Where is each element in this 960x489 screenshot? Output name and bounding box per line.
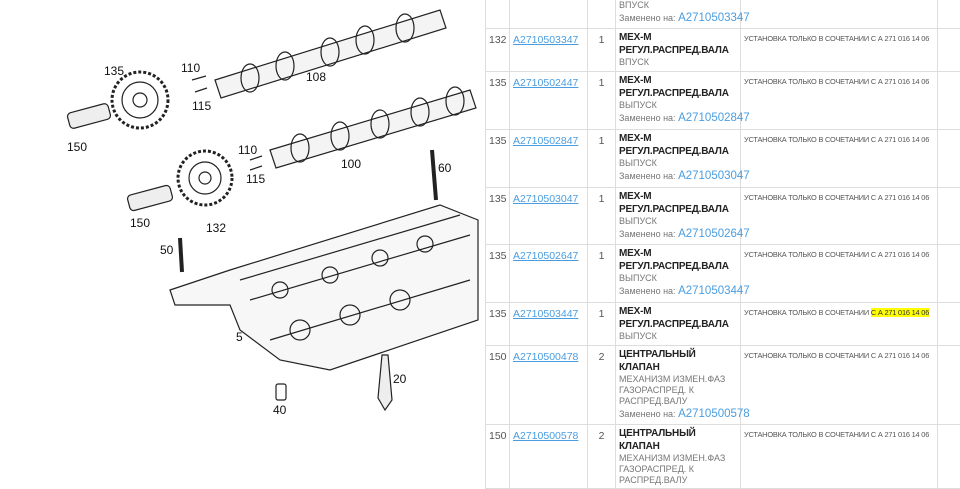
quantity: 1: [588, 130, 616, 187]
replaced-part-link[interactable]: A2710503347: [678, 12, 750, 24]
part-name: ЦЕНТРАЛЬНЫЙ КЛАПАН: [619, 428, 696, 452]
camshaft-108: [214, 9, 447, 99]
part-name: ЦЕНТРАЛЬНЫЙ КЛАПАН: [619, 349, 696, 373]
replaced-by: Заменено на: A2710503447: [619, 285, 750, 297]
part-name: МЕХ-М РЕГУЛ.РАСПРЕД.ВАЛА: [619, 32, 729, 56]
installation-note: УСТАНОВКА ТОЛЬКО В СОЧЕТАНИИ С А 271 016…: [741, 130, 938, 187]
part-subtitle: ВЫПУСК: [619, 100, 657, 110]
callout: 110: [238, 143, 257, 157]
callout: 150: [67, 140, 87, 154]
callout: 110: [181, 61, 200, 75]
central-valve-150-b: [126, 184, 174, 212]
callout: 150: [130, 216, 150, 230]
callout: 40: [273, 403, 287, 417]
replaced-part-link[interactable]: A2710502647: [678, 228, 750, 240]
replaced-by: Заменено на: A2710500578: [619, 408, 750, 420]
table-row: 132 A2710503347 1 МЕХ-М РЕГУЛ.РАСПРЕД.ВА…: [485, 29, 960, 72]
callout: 20: [393, 372, 407, 386]
part-name: МЕХ-М РЕГУЛ.РАСПРЕД.ВАЛА: [619, 191, 729, 215]
callout: 5: [236, 330, 243, 344]
replaced-by: Заменено на: A2710502847: [619, 112, 750, 124]
highlighted-note: С А 271 016 14 06: [870, 308, 930, 317]
part-number-link[interactable]: A2710500578: [513, 430, 579, 442]
engine-parts-diagram: 135 110 115 108 150 110 115 100 60 150 1…: [66, 9, 479, 417]
camshaft-100: [269, 89, 477, 169]
callout: 115: [192, 99, 211, 113]
part-20: [377, 354, 393, 412]
table-row: 135 A2710502647 1 МЕХ-М РЕГУЛ.РАСПРЕД.ВА…: [485, 245, 960, 303]
bolt-50: [178, 237, 184, 273]
callout: 115: [246, 172, 265, 186]
quantity: 2: [588, 346, 616, 424]
installation-note: УСТАНОВКА ТОЛЬКО В СОЧЕТАНИИ С А 271 016…: [741, 303, 938, 345]
part-number-link[interactable]: A2710503047: [513, 193, 579, 205]
bolt-60: [430, 149, 438, 201]
sprocket-135: [110, 70, 170, 130]
part-number-link[interactable]: A2710500478: [513, 351, 579, 363]
callout: 108: [306, 70, 326, 84]
central-valve-150-a: [66, 103, 112, 129]
camshaft-lobes-108: [240, 13, 415, 93]
part-subtitle: МЕХАНИЗМ ИЗМЕН.ФАЗ ГАЗОРАСПРЕД. К РАСПРЕ…: [619, 453, 726, 485]
position-number: 135: [486, 303, 510, 345]
replaced-part-link[interactable]: A2710503447: [678, 285, 750, 297]
installation-note: УСТАНОВКА ТОЛЬКО В СОЧЕТАНИИ С А 271 016…: [741, 72, 938, 129]
table-row: 135 A2710503447 1 МЕХ-М РЕГУЛ.РАСПРЕД.ВА…: [485, 303, 960, 346]
callout: 132: [206, 221, 226, 235]
installation-note: УСТАНОВКА ТОЛЬКО В СОЧЕТАНИИ С А 271 016…: [741, 245, 938, 302]
part-subtitle: ВПУСК: [619, 57, 649, 67]
diagram-callouts: 135 110 115 108 150 110 115 100 60 150 1…: [67, 61, 452, 417]
replaced-by: Заменено на: A2710503347: [619, 12, 750, 24]
quantity: 1: [588, 303, 616, 345]
table-row: 135 A2710502847 1 МЕХ-М РЕГУЛ.РАСПРЕД.ВА…: [485, 130, 960, 188]
installation-note: УСТАНОВКА ТОЛЬКО В СОЧЕТАНИИ С А 271 016…: [741, 188, 938, 244]
part-name: МЕХ-М РЕГУЛ.РАСПРЕД.ВАЛА: [619, 248, 729, 272]
part-name: МЕХ-М РЕГУЛ.РАСПРЕД.ВАЛА: [619, 306, 729, 330]
part-name: МЕХ-М РЕГУЛ.РАСПРЕД.ВАЛА: [619, 75, 729, 99]
table-row-partial: ВПУСК Заменено на: A2710503347: [485, 0, 960, 29]
sleeve-40: [275, 383, 287, 401]
quantity: 1: [588, 72, 616, 129]
part-number-link[interactable]: A2710503447: [513, 308, 579, 320]
replaced-part-link[interactable]: A2710503047: [678, 170, 750, 182]
cylinder-head-5: [169, 204, 479, 371]
part-number-link[interactable]: A2710502647: [513, 250, 579, 262]
replaced-by: Заменено на: A2710503047: [619, 170, 750, 182]
position-number: 135: [486, 72, 510, 129]
position-number: 132: [486, 29, 510, 71]
table-row: 135 A2710502447 1 МЕХ-М РЕГУЛ.РАСПРЕД.ВА…: [485, 72, 960, 130]
position-number: 135: [486, 130, 510, 187]
part-subtitle: ВЫПУСК: [619, 158, 657, 168]
position-number: 150: [486, 346, 510, 424]
part-number-link[interactable]: A2710502447: [513, 77, 579, 89]
callout: 135: [104, 64, 124, 78]
part-name: МЕХ-М РЕГУЛ.РАСПРЕД.ВАЛА: [619, 133, 729, 157]
sprocket-132: [176, 149, 234, 207]
parts-table: ВПУСК Заменено на: A2710503347 132 A2710…: [485, 0, 960, 489]
installation-note: УСТАНОВКА ТОЛЬКО В СОЧЕТАНИИ С А 271 016…: [741, 346, 938, 424]
replaced-by: Заменено на: A2710502647: [619, 228, 750, 240]
part-subtitle: ВПУСК: [619, 0, 649, 10]
position-number: 135: [486, 245, 510, 302]
table-row: 150 A2710500478 2 ЦЕНТРАЛЬНЫЙ КЛАПАН МЕХ…: [485, 346, 960, 425]
part-number-link[interactable]: A2710503347: [513, 34, 579, 46]
quantity: 1: [588, 245, 616, 302]
quantity: 1: [588, 29, 616, 71]
quantity: 1: [588, 188, 616, 244]
part-subtitle: МЕХАНИЗМ ИЗМЕН.ФАЗ ГАЗОРАСПРЕД. К РАСПРЕ…: [619, 374, 726, 406]
replaced-part-link[interactable]: A2710502847: [678, 112, 750, 124]
table-row: 150 A2710500578 2 ЦЕНТРАЛЬНЫЙ КЛАПАН МЕХ…: [485, 425, 960, 489]
position-number: 135: [486, 188, 510, 244]
callout: 100: [341, 157, 361, 171]
installation-note: УСТАНОВКА ТОЛЬКО В СОЧЕТАНИИ С А 271 016…: [741, 29, 938, 71]
replaced-part-link[interactable]: A2710500578: [678, 408, 750, 420]
table-row: 135 A2710503047 1 МЕХ-М РЕГУЛ.РАСПРЕД.ВА…: [485, 188, 960, 245]
part-subtitle: ВЫПУСК: [619, 331, 657, 341]
camshaft-lobes-100: [290, 86, 465, 163]
part-subtitle: ВЫПУСК: [619, 273, 657, 283]
part-subtitle: ВЫПУСК: [619, 216, 657, 226]
callout: 50: [160, 243, 174, 257]
part-number-link[interactable]: A2710502847: [513, 135, 579, 147]
callout: 60: [438, 161, 452, 175]
